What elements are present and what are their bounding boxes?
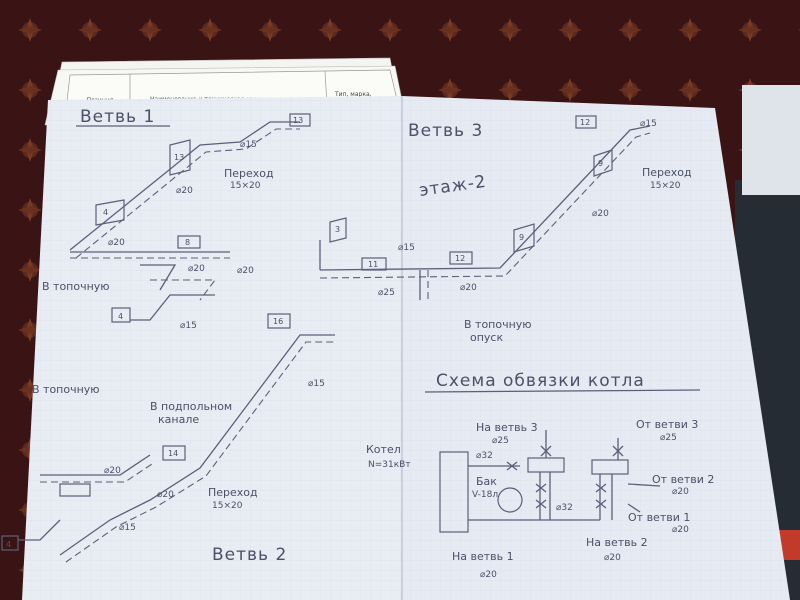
d32-a: ⌀32 (476, 451, 493, 461)
from-branch3-d: ⌀25 (660, 433, 677, 443)
svg-text:14: 14 (168, 449, 178, 458)
b1-d20-a: ⌀20 (176, 186, 193, 196)
to-branch2-d: ⌀20 (604, 553, 621, 563)
svg-text:12: 12 (455, 254, 465, 263)
b2-underfloor-2: канале (158, 413, 199, 426)
from-branch2-d: ⌀20 (672, 487, 689, 497)
b2-d20-b: ⌀20 (157, 490, 174, 500)
svg-text:12: 12 (580, 118, 590, 127)
b2-d15-a: ⌀15 (308, 379, 325, 389)
d32-b: ⌀32 (556, 503, 573, 513)
from-branch1: От ветви 1 (628, 511, 690, 524)
svg-text:9: 9 (519, 233, 524, 242)
to-branch1-d: ⌀20 (480, 570, 497, 580)
branch2-title: Ветвь 2 (212, 545, 287, 565)
svg-text:13: 13 (293, 116, 303, 125)
branch3-drawing: 12 9 9 3 11 12 ⌀15 ⌀20 ⌀15 ⌀25 ⌀20 Перех… (319, 115, 692, 344)
tank-volume: V-18л (472, 490, 498, 500)
to-branch3-d: ⌀25 (492, 436, 509, 446)
expansion-tank (497, 487, 523, 513)
from-branch2: От ветви 2 (652, 473, 714, 486)
b1-transition-size: 15×20 (230, 181, 261, 191)
to-branch3: На ветвь 3 (476, 421, 538, 434)
tank-label: Бак (476, 475, 497, 488)
b2-d20-a: ⌀20 (104, 466, 121, 476)
b1-d20-d: ⌀20 (188, 264, 205, 274)
b1-d20-b: ⌀20 (108, 238, 125, 248)
boiler-box (439, 451, 469, 533)
b1-d15-a: ⌀15 (240, 140, 257, 150)
svg-text:4: 4 (6, 540, 11, 549)
b3-d20-b: ⌀20 (460, 283, 477, 293)
svg-text:4: 4 (118, 312, 123, 321)
red-tab (778, 530, 800, 560)
svg-text:13: 13 (174, 153, 184, 162)
b3-down-1: В топочную (464, 318, 532, 331)
from-branch3: От ветви 3 (636, 418, 698, 431)
b3-d25: ⌀25 (378, 288, 395, 298)
b2-transition-size: 15×20 (212, 501, 243, 511)
b3-d15-b: ⌀15 (398, 243, 415, 253)
header-col3: Тип, марка, (334, 91, 372, 98)
b2-transition: Переход (208, 486, 258, 499)
svg-text:9: 9 (598, 159, 603, 168)
b3-down-2: опуск (470, 331, 503, 344)
from-branch1-d: ⌀20 (672, 525, 689, 535)
svg-text:4: 4 (103, 208, 108, 217)
b3-d20-a: ⌀20 (592, 209, 609, 219)
b2-d15-b: ⌀15 (119, 523, 136, 533)
b1-transition: Переход (224, 167, 274, 180)
b1-d15-b: ⌀15 (180, 321, 197, 331)
to-branch2: На ветвь 2 (586, 536, 648, 549)
b1-to-furnace: В топочную (42, 280, 110, 293)
branch2-drawing: 16 14 4 ⌀15 ⌀20 ⌀20 ⌀15 В топочную В под… (1, 313, 335, 563)
paper-right-edge (742, 85, 800, 195)
b1-d20-c: ⌀20 (237, 266, 254, 276)
branch3-title: Ветвь 3 (408, 121, 483, 141)
svg-text:3: 3 (335, 225, 340, 234)
scheme-title: Схема обвязки котла (436, 371, 645, 391)
boiler-power: N=31кВт (368, 460, 411, 470)
branch1-title: Ветвь 1 (80, 107, 155, 127)
to-branch1: На ветвь 1 (452, 550, 514, 563)
b2-to-furnace: В топочную (32, 383, 100, 396)
svg-text:8: 8 (185, 238, 190, 247)
branch1-drawing: 13 13 8 4 4 ⌀15 ⌀20 ⌀20 ⌀20 ⌀20 ⌀15 Пере… (42, 113, 311, 331)
b3-transition: Переход (642, 166, 692, 179)
b3-d15-a: ⌀15 (640, 119, 657, 129)
b2-underfloor-1: В подпольном (150, 400, 232, 413)
svg-text:11: 11 (368, 260, 378, 269)
boiler-label: Котел (366, 443, 401, 456)
svg-text:16: 16 (273, 317, 283, 326)
boiler-scheme: Котел N=31кВт На ветвь 3 ⌀25 От ветви 3 … (366, 418, 714, 580)
b3-transition-size: 15×20 (650, 181, 681, 191)
